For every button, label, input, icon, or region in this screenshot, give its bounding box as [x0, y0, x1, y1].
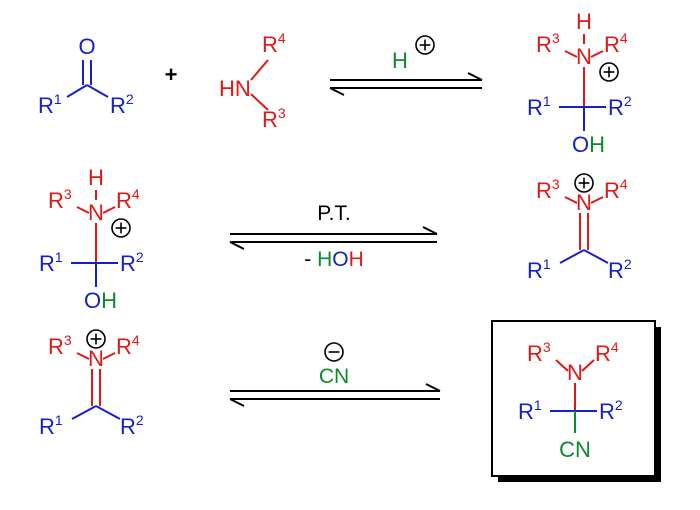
hemiaminal-reactant-n-charge	[111, 218, 131, 238]
hemiaminal-reactant-bond-r4	[102, 206, 116, 214]
ketone-bond-r1	[66, 84, 88, 98]
aminonitrile-r2: R2	[599, 397, 623, 424]
ketone: R1 R2 O	[38, 34, 134, 118]
step3-cyanide: CN	[319, 365, 349, 388]
step2-arrow-forward-head	[422, 226, 438, 235]
step1-acid-charge	[415, 35, 435, 55]
hemiaminal-product-r1: R1	[527, 93, 551, 120]
step2-arrow	[229, 226, 438, 250]
iminium-product-bond-r1	[559, 249, 585, 264]
step1-acid-h: H	[392, 48, 408, 73]
hemiaminal-product-n-charge	[599, 62, 619, 82]
hemiaminal-reactant-r1: R1	[39, 249, 63, 276]
aminonitrile-bond-r4	[581, 359, 595, 372]
step3: CN	[229, 342, 441, 407]
product-box	[491, 320, 656, 477]
hemiaminal-reactant-n-charge-ring	[111, 218, 131, 238]
step3-arrow	[229, 383, 441, 407]
step1: H	[329, 35, 483, 96]
hemiaminal-reactant-bond-r3	[76, 206, 90, 214]
iminium-product-nitrogen: N	[576, 190, 592, 215]
ketone-oxygen: O	[78, 34, 95, 59]
aminonitrile-r4: R4	[595, 339, 619, 366]
hemiaminal-reactant-r2: R2	[120, 249, 144, 276]
step1-acid-charge-ring	[415, 35, 435, 55]
hemiaminal-reactant-r3: R3	[48, 186, 72, 213]
aminonitrile-r1: R1	[518, 397, 542, 424]
iminium-reactant-r3: R3	[48, 332, 72, 359]
iminium-reactant-bond-r4	[102, 352, 116, 360]
iminium-reactant-n-charge	[86, 329, 106, 349]
aminonitrile-r3: R3	[527, 339, 551, 366]
iminium-product-r2: R2	[608, 256, 632, 283]
iminium-product-r3: R3	[536, 176, 560, 203]
iminium-reactant-r1: R1	[39, 412, 63, 439]
step2-water-loss: - HOH	[304, 248, 364, 271]
hemiaminal-product-n-charge-ring	[599, 62, 619, 82]
iminium-reactant-r2: R2	[120, 412, 144, 439]
iminium-product-r1: R1	[527, 256, 551, 283]
ketone-r2: R2	[110, 91, 134, 118]
iminium-product-bond-r2	[583, 249, 609, 264]
amine-hn: HN	[219, 76, 251, 101]
step3-arrow-reverse-head	[229, 398, 245, 407]
aminonitrile-bond-r3	[555, 359, 569, 372]
amine-bond-r4	[250, 59, 269, 81]
iminium-product-bond-r4	[590, 196, 604, 204]
hemiaminal-product-n-hydrogen: H	[576, 9, 592, 34]
step2-proton-transfer: P.T.	[317, 202, 350, 225]
step3-cyanide-charge-ring	[324, 342, 344, 362]
aminonitrile-cyano: CN	[559, 437, 591, 462]
iminium-reactant-r4: R4	[116, 332, 140, 359]
iminium-product-bond-r3	[564, 196, 578, 204]
hemiaminal-product-nitrogen: N	[576, 44, 592, 69]
hemiaminal-product-bond-r4	[590, 50, 604, 58]
amine-r3: R3	[262, 105, 286, 132]
hemiaminal-reactant-hydroxyl: OH	[84, 288, 117, 313]
plus-operator: +	[165, 62, 178, 87]
iminium-reactant-n-charge-ring	[86, 329, 106, 349]
hemiaminal-product-r2: R2	[608, 93, 632, 120]
ketone-r1: R1	[38, 91, 62, 118]
hemiaminal-product-r3: R3	[536, 30, 560, 57]
hemiaminal-product-bond-r3	[564, 50, 578, 58]
amine-bond-r3	[250, 93, 269, 111]
hemiaminal-product-r4: R4	[604, 30, 628, 57]
step1-arrow-reverse-head	[329, 87, 345, 96]
step1-arrow-forward-head	[467, 72, 483, 81]
aminonitrile-nitrogen: N	[567, 360, 583, 385]
iminium-product-n-charge	[574, 173, 594, 193]
step3-cyanide-charge	[324, 342, 344, 362]
iminium-reactant-bond-r3	[76, 352, 90, 360]
hemiaminal-product-hydroxyl: OH	[572, 132, 605, 157]
hemiaminal-reactant-nitrogen: N	[88, 200, 104, 225]
step3-arrow-forward-head	[425, 383, 441, 392]
step2: P.T. - HOH	[229, 202, 438, 271]
hemiaminal-reactant-n-hydrogen: H	[88, 165, 104, 190]
iminium-product-r4: R4	[604, 176, 628, 203]
iminium-reactant-bond-r2	[95, 405, 121, 420]
iminium-reactant-bond-r1	[71, 405, 97, 420]
ketone-bond-r2	[86, 84, 109, 98]
plus-sign: +	[165, 62, 178, 87]
amine-r4: R4	[262, 30, 286, 57]
step2-arrow-reverse-head	[229, 241, 245, 250]
iminium-reactant-nitrogen: N	[88, 346, 104, 371]
iminium-product-n-charge-ring	[574, 173, 594, 193]
step1-arrow	[329, 72, 483, 96]
hemiaminal-reactant-r4: R4	[116, 186, 140, 213]
